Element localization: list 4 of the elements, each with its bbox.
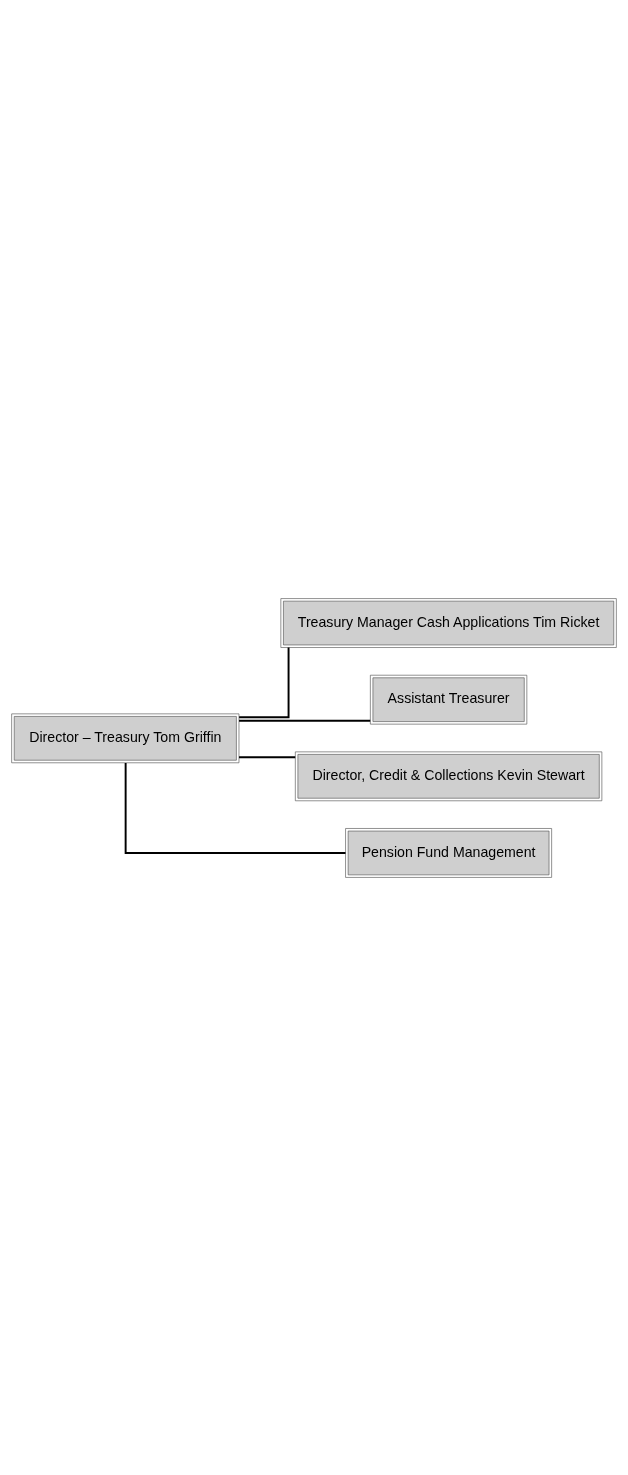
connector bbox=[238, 755, 297, 758]
connector bbox=[238, 646, 290, 718]
connector bbox=[238, 719, 372, 722]
connector bbox=[124, 761, 347, 854]
